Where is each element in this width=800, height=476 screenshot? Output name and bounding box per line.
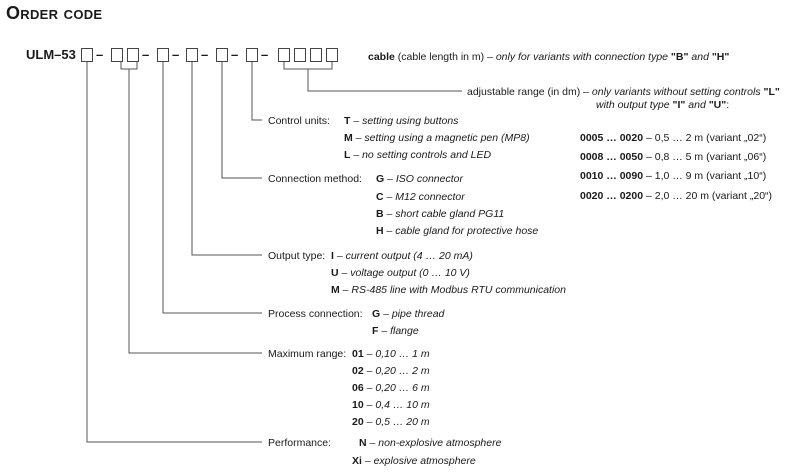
adjustable-range-line1: adjustable range (in dm) – only variants… <box>467 86 780 98</box>
performance-label: Performance: <box>268 437 332 449</box>
range-variant: 0020 … 0200 – 2,0 … 20 m (variant „20“) <box>580 190 773 202</box>
code-dash: – <box>261 47 269 62</box>
maxrange-option: 10 – 0,4 … 10 m <box>352 399 430 411</box>
connection-method-label: Connection method: <box>268 173 362 185</box>
code-dash: – <box>96 47 104 62</box>
code-dash: – <box>142 47 150 62</box>
code-box-cable-2 <box>294 48 306 62</box>
connection-option: B – short cable gland PG11 <box>376 208 505 220</box>
process-connection-label: Process connection: <box>268 308 363 320</box>
code-box-cable-3 <box>310 48 322 62</box>
code-dash: – <box>201 47 209 62</box>
control-option: T – setting using buttons <box>344 115 459 127</box>
code-box-range-1 <box>111 48 123 62</box>
code-dash: – <box>231 47 239 62</box>
connection-option: G – ISO connector <box>376 173 463 185</box>
adjustable-range-line2: with output type "I" and "U": <box>596 99 730 111</box>
maxrange-option: 06 – 0,20 … 6 m <box>352 382 430 394</box>
maximum-range-label: Maximum range: <box>268 348 347 360</box>
performance-option: Xi – explosive atmosphere <box>352 455 476 467</box>
code-box-control <box>246 48 258 62</box>
output-option: M – RS-485 line with Modbus RTU communic… <box>331 284 566 296</box>
output-type-label: Output type: <box>268 250 326 262</box>
range-variant: 0005 … 0020 – 0,5 … 2 m (variant „02“) <box>580 132 767 144</box>
range-variant: 0010 … 0090 – 1,0 … 9 m (variant „10“) <box>580 170 767 182</box>
performance-option: N – non-explosive atmosphere <box>359 437 502 449</box>
page-title: Order code <box>6 3 103 23</box>
code-box-cable-4 <box>326 48 338 62</box>
control-option: L – no setting controls and LED <box>344 149 492 161</box>
process-option: F – flange <box>372 325 419 337</box>
control-units-label: Control units: <box>268 115 330 127</box>
process-option: G – pipe thread <box>372 308 445 320</box>
maxrange-option: 02 – 0,20 … 2 m <box>352 365 430 377</box>
code-box-process <box>157 48 169 62</box>
output-option: I – current output (4 … 20 mA) <box>331 250 473 262</box>
code-box-cable-1 <box>278 48 290 62</box>
connection-option: C – M12 connector <box>376 191 465 203</box>
code-box-connection <box>216 48 228 62</box>
maxrange-option: 01 – 0,10 … 1 m <box>352 348 430 360</box>
output-option: U – voltage output (0 … 10 V) <box>331 267 470 279</box>
code-box-output <box>186 48 198 62</box>
code-dash: – <box>172 47 180 62</box>
maxrange-option: 20 – 0,5 … 20 m <box>352 416 430 428</box>
connection-option: H – cable gland for protective hose <box>376 225 539 237</box>
code-box-performance <box>81 48 93 62</box>
range-variant: 0008 … 0050 – 0,8 … 5 m (variant „06“) <box>580 151 767 163</box>
code-box-range-2 <box>127 48 139 62</box>
cable-description: cable (cable length in m) – only for var… <box>368 51 730 63</box>
code-prefix: ULM–53 <box>26 47 76 62</box>
control-option: M – setting using a magnetic pen (MP8) <box>344 132 530 144</box>
